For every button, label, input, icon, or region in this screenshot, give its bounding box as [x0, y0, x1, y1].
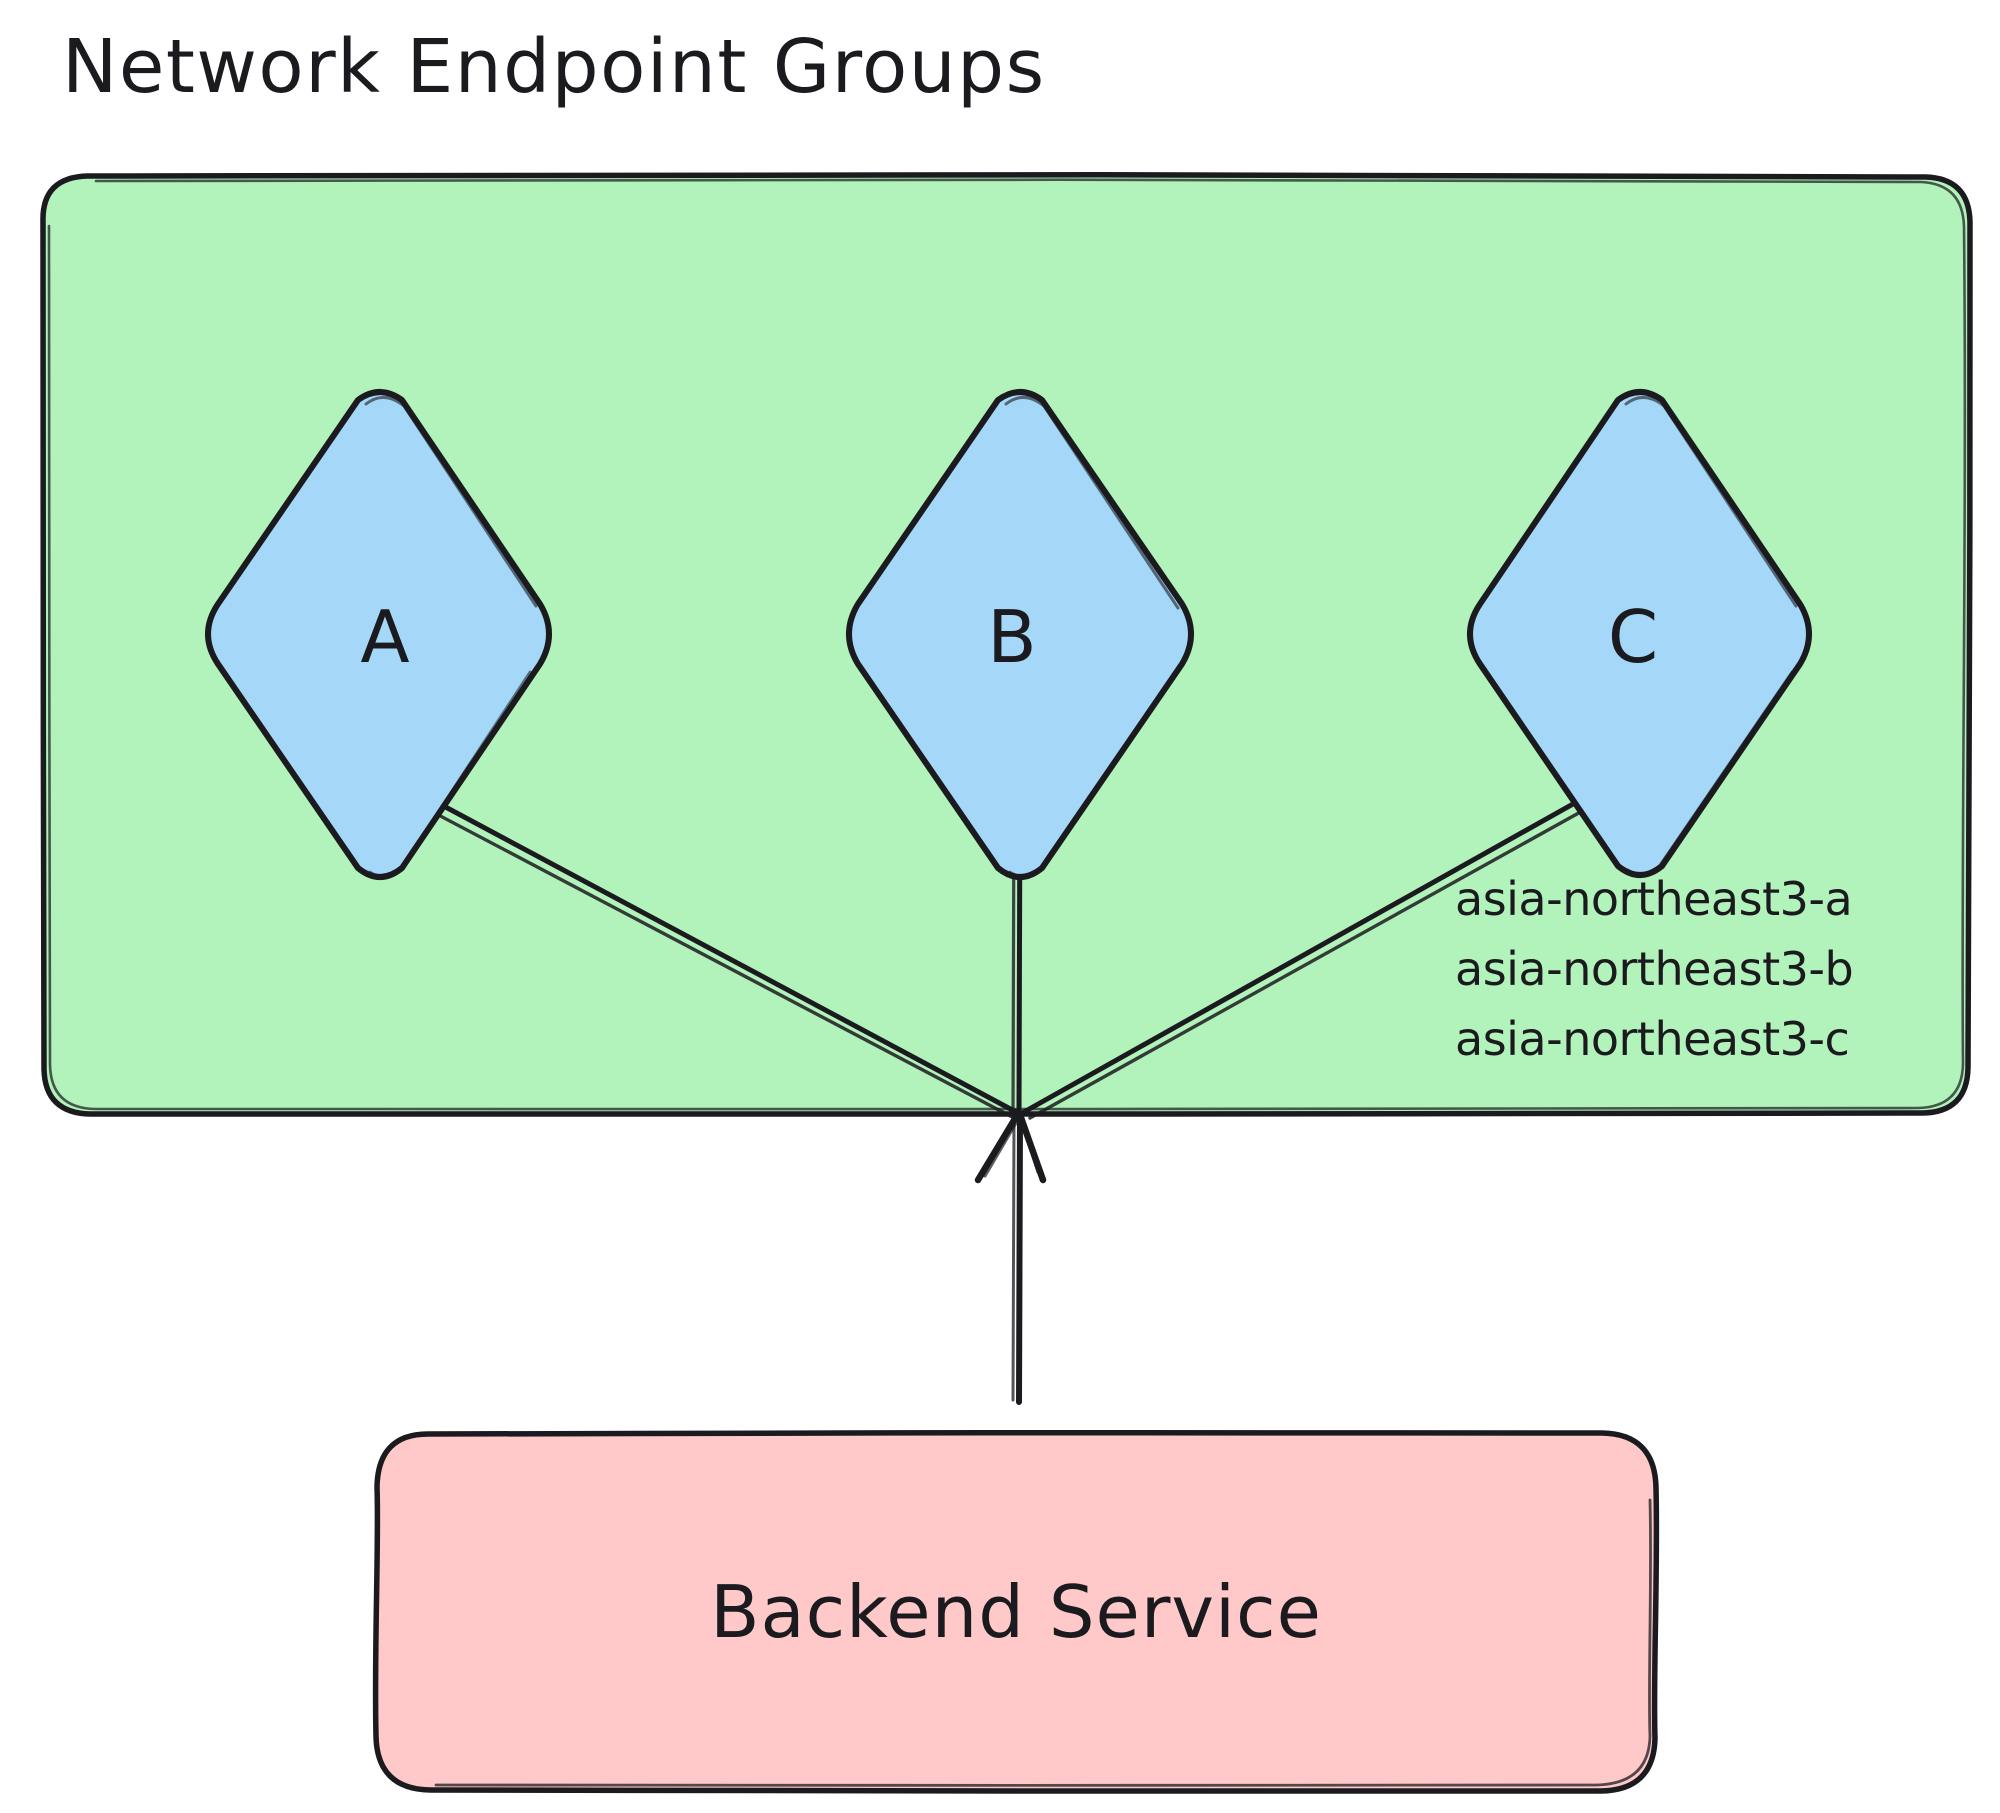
neg-node-c-label: C — [1608, 595, 1658, 679]
zone-label-list: asia-northeast3-a asia-northeast3-b asia… — [1455, 872, 1854, 1066]
neg-node-a-outline-2 — [364, 396, 538, 608]
backend-service-outline-1 — [372, 1429, 1660, 1795]
backend-service-label: Backend Service — [710, 1570, 1322, 1654]
backend-service-outline-2 — [434, 1498, 1652, 1788]
backend-service-fill — [376, 1433, 1656, 1791]
neg-node-b[interactable]: B — [846, 389, 1194, 880]
backend-service-box[interactable]: Backend Service — [372, 1429, 1660, 1795]
neg-node-c-outline-3 — [1626, 670, 1794, 876]
connector-c-to-backend[interactable] — [1021, 769, 1640, 1120]
arrow-head — [974, 1108, 1047, 1184]
neg-node-b-label: B — [987, 595, 1036, 679]
zone-label-b: asia-northeast3-b — [1455, 942, 1853, 996]
neg-node-c-outline-2 — [1624, 396, 1798, 608]
neg-node-a-label: A — [360, 595, 409, 679]
arrow-stem-sketch — [1011, 1118, 1016, 1402]
zone-label-a: asia-northeast3-a — [1455, 872, 1852, 926]
arrow-stem — [1016, 1115, 1023, 1405]
neg-node-b-shape — [849, 392, 1191, 877]
neg-node-c-shape — [1470, 392, 1809, 875]
container-outline-stroke-2 — [47, 178, 1967, 1111]
neg-node-a[interactable]: A — [205, 389, 552, 880]
neg-node-b-outline-3 — [1008, 670, 1178, 878]
neg-node-a-shape — [208, 392, 549, 877]
page-title: Network Endpoint Groups — [62, 24, 1046, 110]
container-outline-stroke-1 — [40, 171, 1974, 1117]
connector-lines — [370, 769, 1640, 1120]
neg-node-a-outline-3 — [368, 670, 532, 878]
neg-node-c[interactable]: C — [1467, 389, 1812, 878]
connector-a-to-backend[interactable] — [370, 769, 1021, 1120]
neg-node-b-outline-2 — [1004, 396, 1180, 610]
zone-label-c: asia-northeast3-c — [1455, 1012, 1849, 1066]
backend-to-negs-arrow[interactable] — [974, 1108, 1047, 1405]
arrow-head-sketch — [983, 1114, 1040, 1178]
neg-node-c-outline-1 — [1467, 389, 1812, 878]
